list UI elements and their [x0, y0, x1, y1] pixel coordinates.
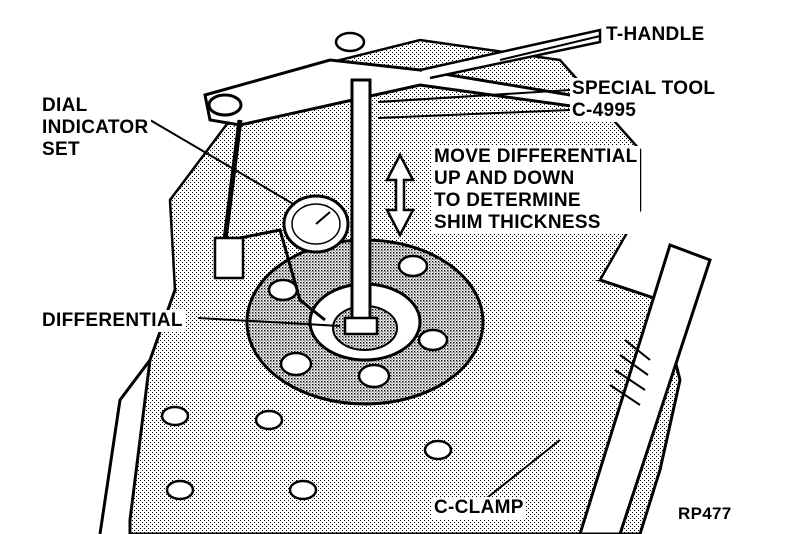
flange-bolts [160, 31, 453, 501]
label-instruction-line3: TO DETERMINE [434, 190, 581, 211]
label-instruction-line4: SHIM THICKNESS [434, 212, 601, 233]
label-dial-line2: INDICATOR [42, 117, 149, 138]
label-special-tool-line1: SPECIAL TOOL [572, 78, 716, 99]
label-t-handle: T-HANDLE [604, 24, 707, 46]
label-special-tool: SPECIAL TOOL C-4995 [570, 78, 718, 122]
label-instruction-line1: MOVE DIFFERENTIAL [434, 146, 638, 167]
move-arrow [384, 152, 416, 238]
label-dial-line1: DIAL [42, 95, 88, 116]
label-special-tool-line2: C-4995 [572, 100, 637, 121]
label-c-clamp: C-CLAMP [432, 497, 526, 519]
label-dial-line3: SET [42, 139, 80, 160]
figure-reference: RP477 [676, 503, 734, 525]
label-dial-indicator-set: DIAL INDICATOR SET [40, 95, 151, 161]
label-instruction-line2: UP AND DOWN [434, 168, 575, 189]
label-differential: DIFFERENTIAL [40, 310, 185, 332]
tool-shaft [350, 78, 372, 332]
label-instruction: MOVE DIFFERENTIAL UP AND DOWN TO DETERMI… [432, 146, 640, 234]
leader-lines [149, 35, 601, 506]
